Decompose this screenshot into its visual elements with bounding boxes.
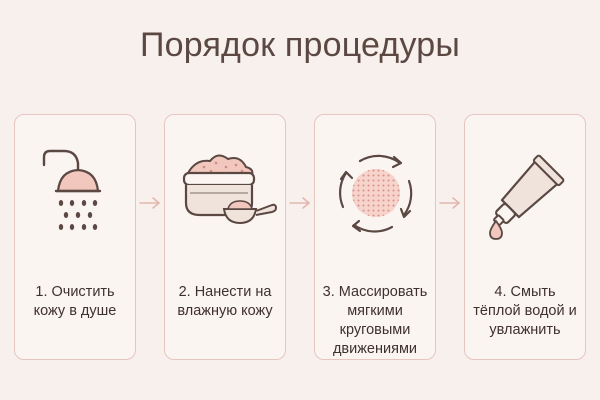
step-label-1: 1. Очистить кожу в душе: [33, 284, 117, 319]
arrow-right-icon: [289, 197, 311, 209]
step-label-2: 2. Нанести на влажную кожу: [177, 284, 273, 319]
cream-tube-icon: [489, 154, 565, 240]
step-card-1: 1. Очистить кожу в душе: [14, 114, 136, 360]
shower-icon: [42, 149, 102, 230]
page-title: Порядок процедуры: [139, 26, 461, 64]
scrub-jar-icon: [182, 154, 277, 225]
step-card-3: 3. Массировать мягкими круговыми движени…: [314, 114, 436, 360]
circular-massage-icon: [338, 154, 413, 233]
arrow-right-icon: [439, 197, 461, 209]
step-card-4: 4. Смыть тёплой водой и увлажнить: [464, 114, 586, 360]
step-label-3: 3. Массировать мягкими круговыми движени…: [322, 284, 428, 357]
step-card-2: 2. Нанести на влажную кожу: [164, 114, 286, 360]
step-label-4: 4. Смыть тёплой водой и увлажнить: [473, 284, 577, 338]
arrow-right-icon: [139, 197, 161, 209]
